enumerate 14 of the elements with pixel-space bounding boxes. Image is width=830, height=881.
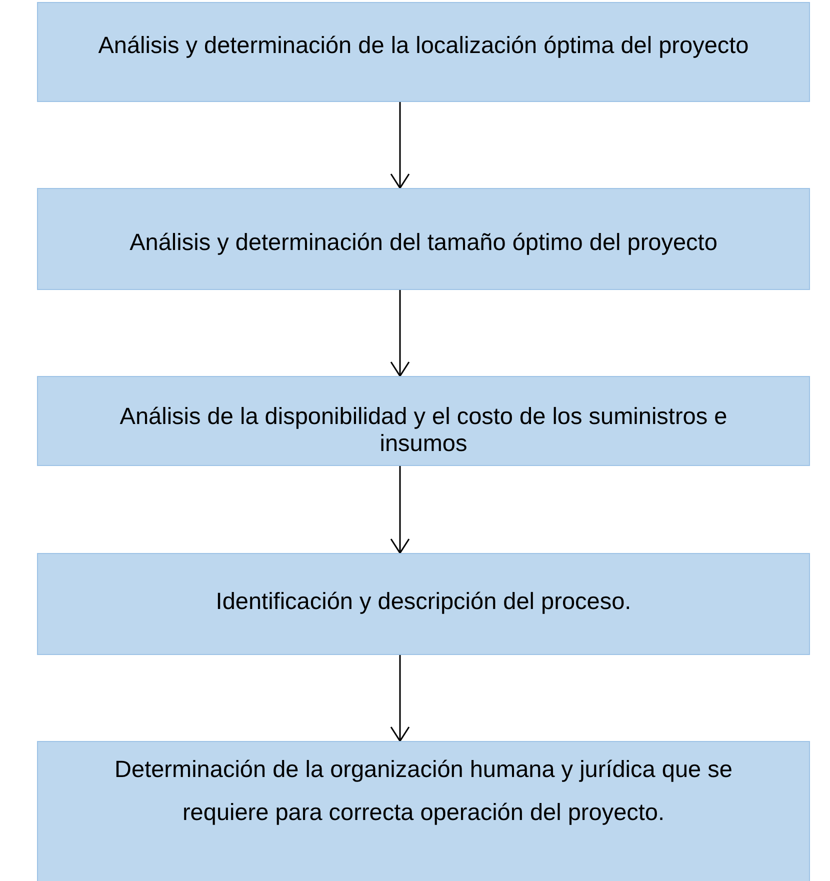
process-box bbox=[37, 2, 810, 102]
step-text: Determinación de la organización humana y jurídica que se requiere para correcta operación del proyecto. bbox=[114, 755, 734, 827]
arrow bbox=[390, 466, 410, 554]
step-text: Análisis de la disponibilidad y el costo de los suministros e insumos bbox=[118, 403, 728, 457]
step-text: Análisis y determinación del tamaño óptimo del proyecto bbox=[128, 229, 718, 256]
process-box bbox=[37, 741, 810, 881]
step-text: Análisis y determinación de la localización óptima del proyecto bbox=[97, 32, 750, 59]
arrow bbox=[390, 102, 410, 189]
process-box bbox=[37, 188, 810, 290]
process-box bbox=[37, 553, 810, 655]
step-text: Identificación y descripción del proceso. bbox=[214, 588, 632, 615]
arrow bbox=[390, 655, 410, 742]
arrow bbox=[390, 290, 410, 377]
process-box bbox=[37, 376, 810, 466]
